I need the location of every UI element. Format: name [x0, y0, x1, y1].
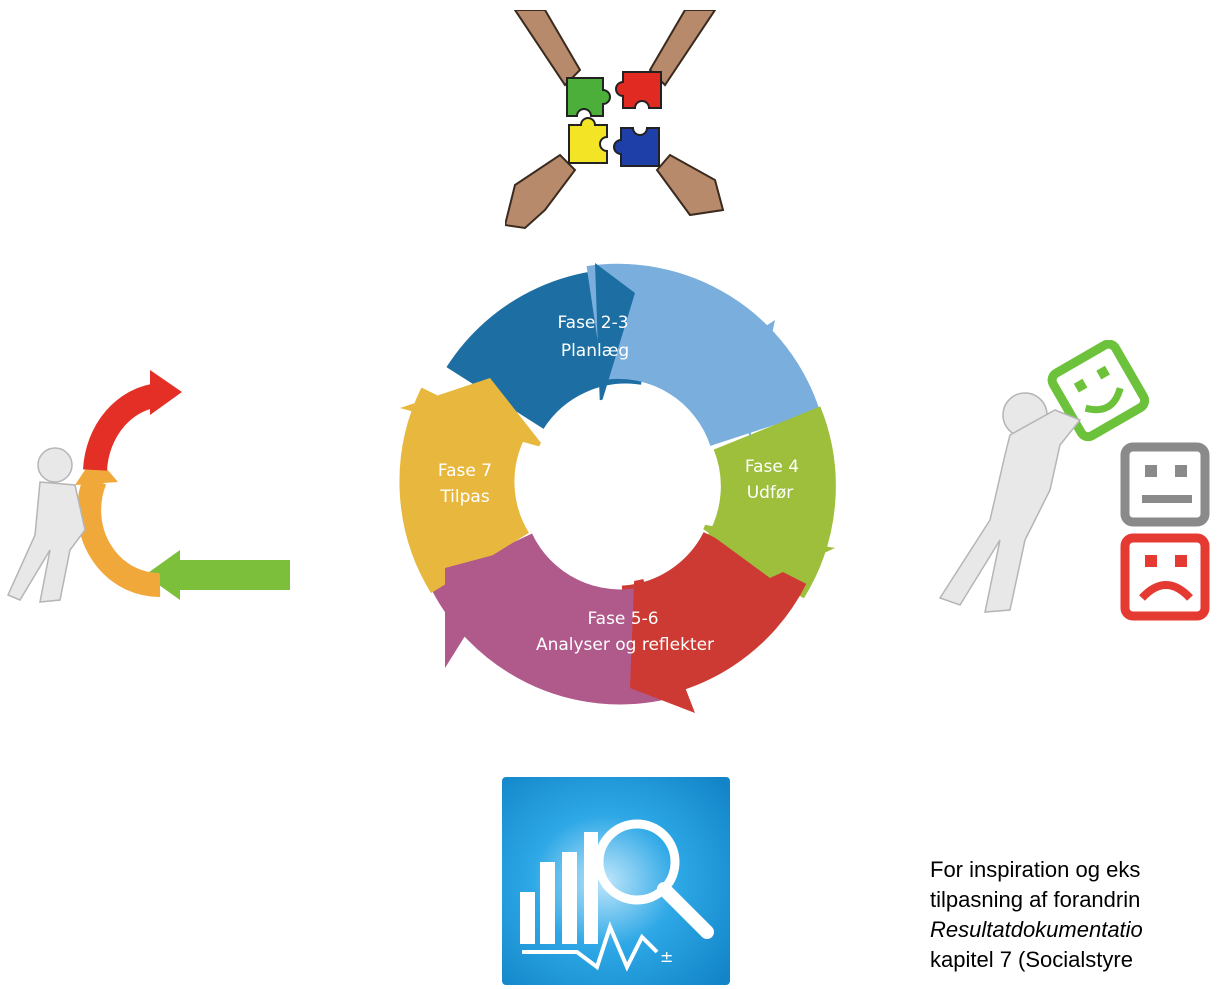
- phase-2-3-number: Fase 2-3: [557, 313, 628, 333]
- phase-7-number: Fase 7: [438, 461, 492, 481]
- phase-5-6-number: Fase 5-6: [587, 609, 658, 629]
- phase-4-number: Fase 4: [745, 457, 799, 477]
- info-line-1: For inspiration og eks: [930, 857, 1141, 882]
- phase-4-name: Udfør: [747, 483, 794, 503]
- svg-text:±: ±: [660, 947, 673, 966]
- phase-7-name: Tilpas: [439, 487, 490, 507]
- phase-cycle-diagram: Fase 2-3 Planlæg Fase 4 Udfør Fase 5-6 A…: [395, 258, 840, 718]
- phase-5-6-name: Analyser og reflekter: [536, 635, 714, 655]
- person-smiley-rating-icon: [930, 339, 1225, 625]
- person-pushing-arrows-icon: [0, 370, 290, 610]
- analytics-magnifier-icon: ±: [502, 777, 730, 985]
- phase-2-3-name: Planlæg: [561, 341, 629, 361]
- info-line-2: tilpasning af forandrin: [930, 887, 1141, 912]
- info-line-3: Resultatdokumentatio: [930, 917, 1143, 942]
- info-text: For inspiration og eks tilpasning af for…: [930, 855, 1225, 985]
- puzzle-hands-icon: [503, 9, 725, 230]
- info-line-4: kapitel 7 (Socialstyre: [930, 947, 1133, 972]
